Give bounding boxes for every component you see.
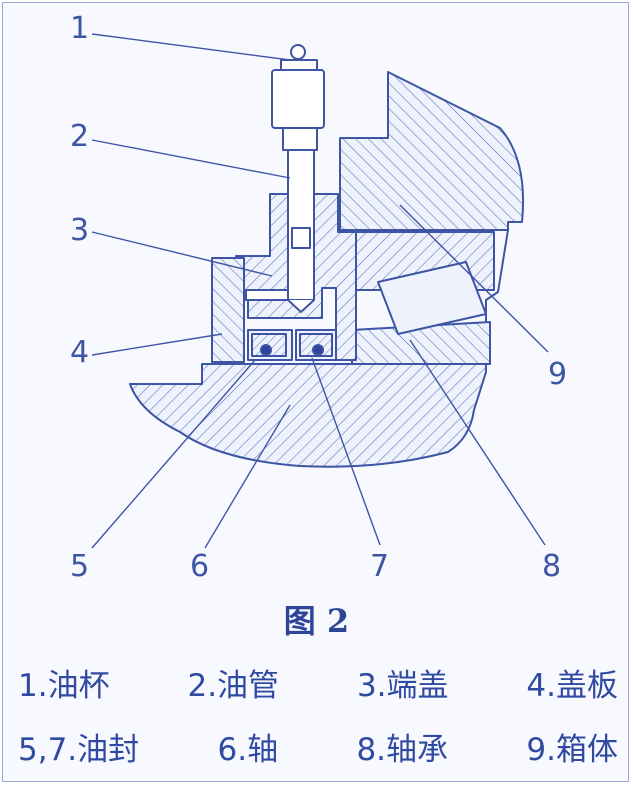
legend-item: 6.轴 — [217, 732, 279, 768]
leader-8 — [409, 339, 546, 546]
leader-7 — [311, 357, 381, 546]
housing-body — [339, 71, 525, 231]
oil-cup-body — [271, 69, 325, 129]
callout-1: 1 — [70, 11, 90, 46]
leader-6 — [204, 404, 291, 549]
leader-4 — [91, 333, 223, 356]
legend-item: 8.轴承 — [356, 732, 449, 768]
legend-row-1: 1.油杯 2.油管 3.端盖 4.盖板 — [18, 660, 618, 705]
leader-5 — [91, 359, 256, 549]
figure-title: 图 2 — [283, 602, 350, 640]
legend-item: 9.箱体 — [526, 732, 618, 768]
callout-9: 9 — [548, 357, 568, 392]
cover-plate — [211, 257, 245, 363]
callout-2: 2 — [70, 119, 90, 154]
callout-8: 8 — [542, 549, 562, 584]
shaft — [129, 363, 487, 468]
callout-7: 7 — [370, 549, 390, 584]
leader-1 — [91, 33, 291, 61]
legend-item: 3.端盖 — [356, 668, 449, 704]
legend-item: 1.油杯 — [18, 668, 110, 704]
legend-item: 4.盖板 — [526, 668, 618, 704]
legend-item: 2.油管 — [187, 668, 280, 704]
leader-3 — [91, 231, 273, 277]
callout-6: 6 — [190, 549, 210, 584]
legend-item: 5,7.油封 — [18, 732, 140, 768]
leader-2 — [91, 139, 291, 179]
leader-9 — [399, 204, 549, 353]
oil-pipe — [287, 149, 315, 301]
callout-3: 3 — [70, 213, 90, 248]
callout-4: 4 — [70, 335, 90, 370]
bearing-assembly-drawing — [91, 33, 549, 549]
bearing-roller — [377, 261, 487, 335]
callout-5: 5 — [70, 549, 90, 584]
legend-row-2: 5,7.油封 6.轴 8.轴承 9.箱体 — [18, 724, 618, 769]
